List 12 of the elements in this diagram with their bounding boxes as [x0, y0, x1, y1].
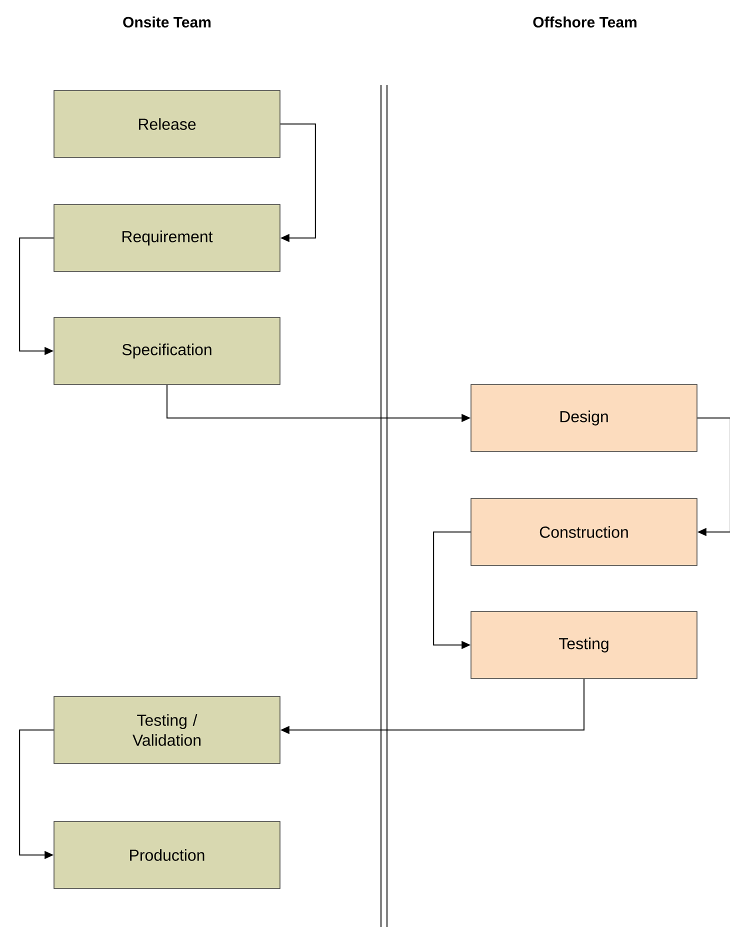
process-box: Release — [54, 90, 280, 158]
column-heading: Onsite Team — [123, 16, 211, 28]
arrow — [696, 418, 730, 536]
process-box: Requirement — [54, 204, 280, 272]
column-heading: Offshore Team — [533, 16, 636, 28]
arrow — [280, 124, 316, 242]
process-box: Design — [470, 384, 698, 452]
process-box: Testing / Validation — [54, 696, 280, 764]
process-box: Production — [54, 821, 280, 889]
process-box: Specification — [54, 317, 280, 385]
process-box: Testing — [470, 611, 698, 679]
process-box: Construction — [470, 498, 698, 566]
